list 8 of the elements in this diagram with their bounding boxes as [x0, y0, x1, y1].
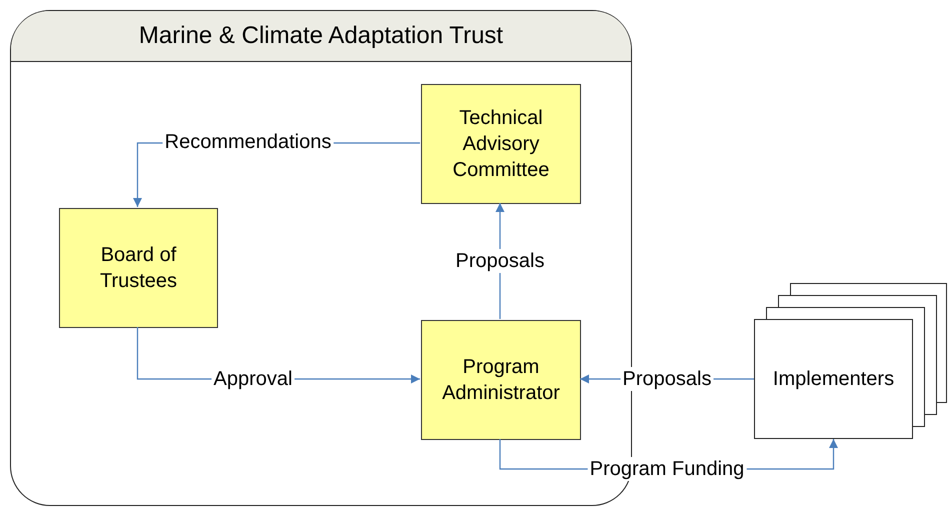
node-label: Implementers [772, 366, 896, 392]
process-box: Technical Advisory Committee [421, 84, 581, 204]
process-box: Board of Trustees [59, 208, 218, 328]
process-box: Program Administrator [421, 320, 581, 440]
stacked-documents [754, 283, 947, 439]
container-title: Marine & Climate Adaptation Trust [11, 11, 631, 62]
edge-label: Proposals [620, 367, 714, 391]
edge-label: Program Funding [588, 457, 746, 481]
